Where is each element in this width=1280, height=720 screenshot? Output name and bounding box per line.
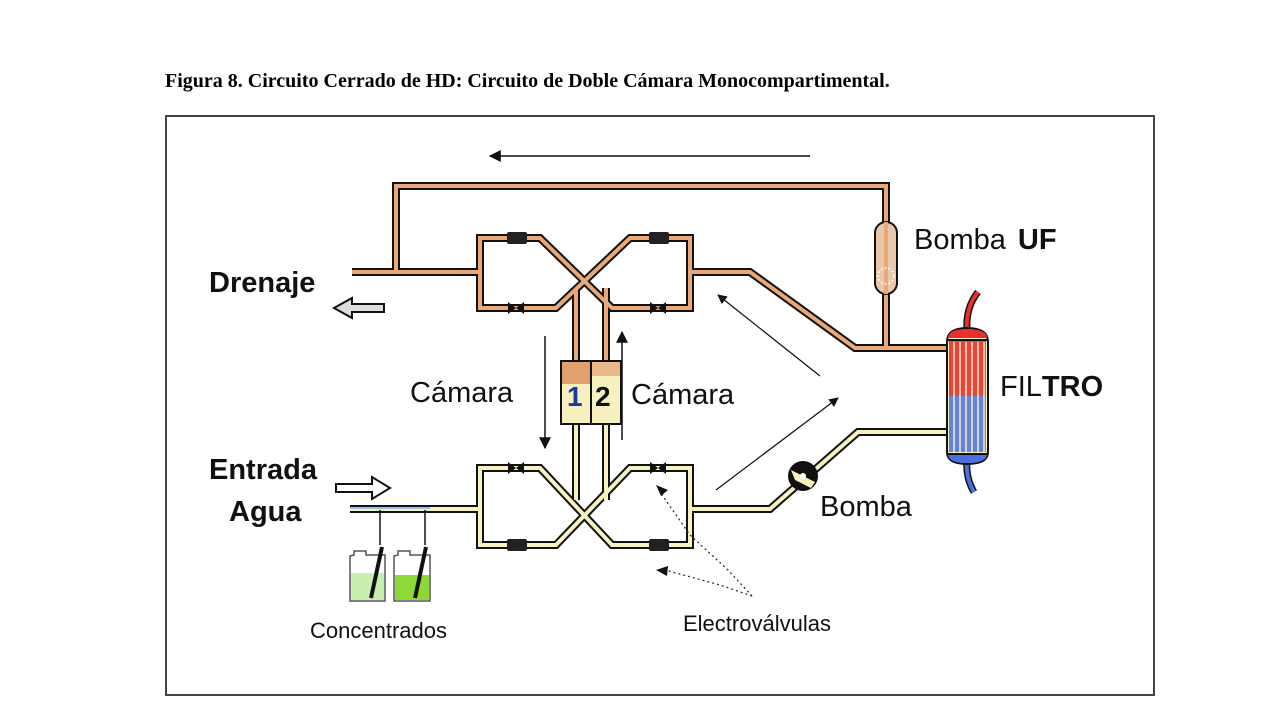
valve-lower-inner-right — [650, 462, 666, 474]
uf-pump-word: Bomba — [914, 224, 1007, 256]
supply-flow-arrow — [715, 397, 839, 491]
valve-top-right — [649, 232, 669, 244]
chamber-left-label: Cámara — [410, 377, 514, 409]
double-chamber: 1 2 — [560, 360, 622, 425]
clamp-valves — [507, 232, 669, 551]
valve-upper-inner-left — [508, 302, 524, 314]
pump-label: Bomba — [820, 491, 913, 523]
water-inlet-label-line2: Agua — [229, 496, 302, 528]
uf-pump-icon — [874, 221, 898, 295]
water-inlet-arrow — [335, 475, 392, 501]
filter-suffix: TRO — [1042, 371, 1103, 403]
filter-prefix: FIL — [1000, 371, 1042, 403]
figure-caption: Figura 8. Circuito Cerrado de HD: Circui… — [165, 70, 890, 92]
electrovalves-label: Electroválvulas — [683, 611, 831, 636]
dialyzer-filter-icon — [946, 289, 989, 494]
uf-pump-label: Bomba UF — [914, 224, 1057, 256]
drain-outlet-arrow — [331, 296, 385, 320]
electrovalve-pointers — [659, 491, 753, 597]
valve-bottom-left — [507, 539, 527, 551]
concentrate-a-container — [349, 546, 386, 602]
concentrate-b-container — [393, 546, 431, 602]
diagram-frame — [165, 115, 1155, 696]
chamber-2-number: 2 — [595, 381, 611, 412]
drain-label: Drenaje — [209, 267, 315, 299]
bowtie-valves — [508, 302, 666, 474]
used-fluid-pipe — [352, 184, 948, 362]
fresh-fluid-circuit — [350, 424, 948, 549]
chamber-right-label: Cámara — [631, 379, 735, 411]
valve-top-left — [507, 232, 527, 244]
return-flow-arrow — [717, 294, 821, 377]
uf-pump-suffix: UF — [1018, 224, 1057, 256]
valve-upper-inner-right — [650, 302, 666, 314]
used-fluid-circuit — [352, 182, 948, 362]
valve-lower-inner-left — [508, 462, 524, 474]
chamber-1-number: 1 — [567, 381, 583, 412]
concentrates-label: Concentrados — [310, 618, 447, 643]
filter-label: FILTRO — [1000, 371, 1103, 403]
dialysate-pump-icon — [788, 461, 818, 491]
fresh-fluid-pipe — [350, 424, 948, 547]
concentrate-containers — [349, 510, 431, 602]
valve-bottom-right — [649, 539, 669, 551]
water-inlet-label-line1: Entrada — [209, 454, 318, 486]
